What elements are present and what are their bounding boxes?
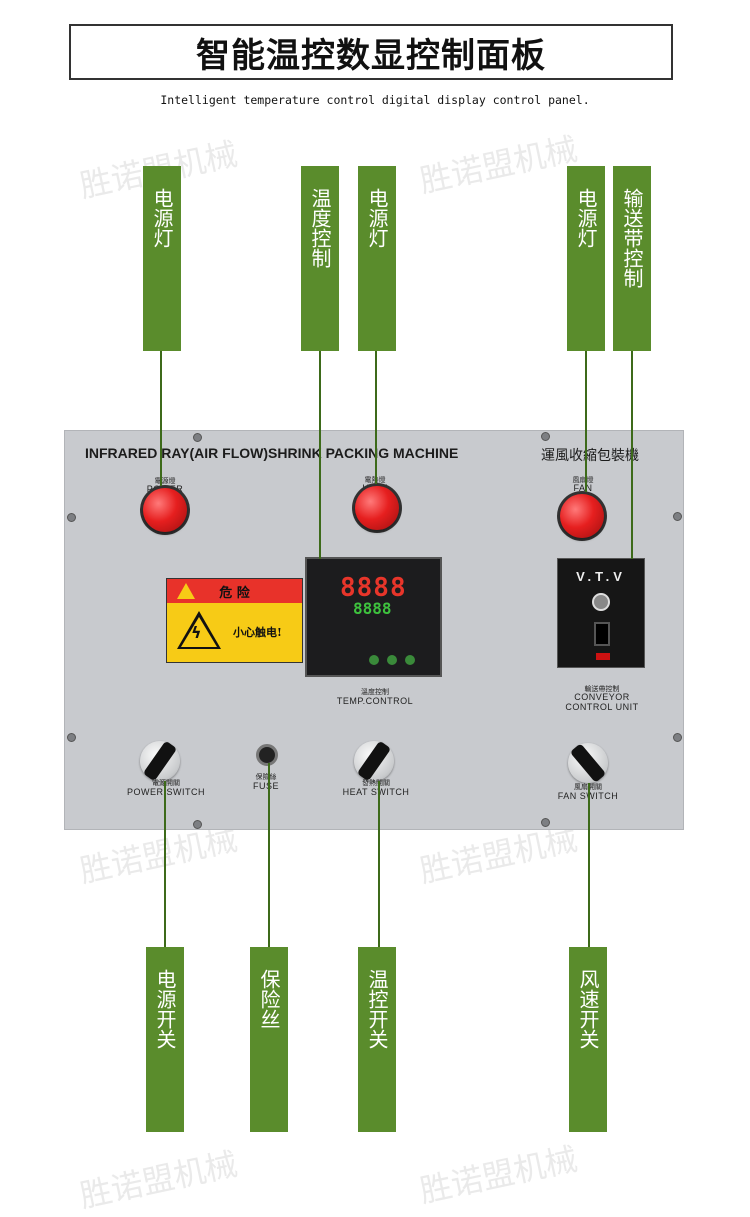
fuse-holder[interactable]	[256, 744, 278, 766]
screw	[673, 733, 682, 742]
callout-label: 输送带控制	[620, 188, 644, 288]
temp-control-label: TEMP.CONTROL	[336, 696, 414, 706]
callout-label: 电源灯	[150, 188, 174, 248]
screw	[193, 820, 202, 829]
callout-label: 风速开关	[576, 969, 600, 1049]
watermark: 胜诺盟机械	[416, 1139, 581, 1211]
callout-label: 电源灯	[574, 188, 598, 248]
conveyor-speed-controller: V.T.V	[557, 558, 645, 668]
screw	[673, 512, 682, 521]
screw	[541, 818, 550, 827]
fan-switch-label: FAN SWITCH	[557, 791, 619, 801]
callout-power-switch: 电源开关	[146, 947, 184, 1132]
callout-heat-lamp: 电源灯	[358, 166, 396, 351]
controller-sv-display: 8888	[353, 599, 392, 618]
fan-lamp-label: FAN	[573, 483, 593, 493]
conveyor-label-1: CONVEYOR	[574, 692, 630, 702]
panel-heading-cn: 運風收縮包裝機	[541, 448, 639, 464]
temperature-controller: 8888 8888	[305, 557, 442, 677]
lightning-bolt-icon: ϟ	[191, 623, 202, 642]
fuse-label: FUSE	[252, 781, 279, 791]
controller-button[interactable]	[405, 655, 415, 665]
power-switch-label: POWER SWITCH	[127, 787, 205, 797]
callout-heat-switch: 温控开关	[358, 947, 396, 1132]
callout-line	[164, 781, 166, 947]
conveyor-indicator-led	[596, 653, 610, 660]
callout-label: 温度控制	[308, 188, 332, 268]
callout-line	[160, 350, 162, 486]
watermark: 胜诺盟机械	[76, 1144, 241, 1216]
heat-lamp	[355, 486, 399, 530]
fuse-cn-label: 保險絲	[255, 774, 277, 781]
heat-switch-knob[interactable]	[354, 740, 394, 782]
callout-fuse: 保险丝	[250, 947, 288, 1132]
power-switch-knob[interactable]	[140, 740, 180, 782]
warning-header: 危 险	[167, 579, 302, 603]
heat-switch-cn-label: 發熱開關	[362, 780, 390, 787]
callout-label: 保险丝	[257, 969, 281, 1029]
electric-shock-icon	[177, 611, 221, 649]
callout-conveyor-control: 输送带控制	[613, 166, 651, 351]
conveyor-power-switch[interactable]	[594, 622, 610, 646]
page-title: 智能温控数显控制面板	[196, 35, 546, 76]
warning-text: 小心触电!	[233, 626, 282, 639]
fan-lamp-cn-label: 風扇燈	[572, 477, 594, 484]
watermark: 胜诺盟机械	[416, 129, 581, 201]
callout-line	[631, 350, 633, 559]
callout-line	[268, 763, 270, 947]
callout-line	[378, 781, 380, 947]
controller-button[interactable]	[387, 655, 397, 665]
fan-switch-knob[interactable]	[568, 743, 608, 783]
power-switch-cn-label: 電源開關	[152, 780, 180, 787]
screw	[67, 513, 76, 522]
panel-heading-en: INFRARED RAY(AIR FLOW)SHRINK PACKING MAC…	[85, 445, 459, 461]
power-lamp-cn-label: 電源燈	[154, 478, 176, 485]
callout-label: 电源灯	[365, 188, 389, 248]
warning-triangle-icon	[177, 583, 195, 599]
conveyor-speed-knob[interactable]	[592, 593, 610, 611]
vtv-title: V.T.V	[576, 569, 626, 584]
callout-fan-lamp: 电源灯	[567, 166, 605, 351]
warning-title: 危 险	[219, 585, 250, 601]
callout-fan-switch: 风速开关	[569, 947, 607, 1132]
callout-power-lamp: 电源灯	[143, 166, 181, 351]
title-box: 智能温控数显控制面板	[69, 24, 673, 80]
fan-lamp	[560, 494, 604, 538]
power-lamp	[143, 488, 187, 532]
screw	[67, 733, 76, 742]
page-subtitle: Intelligent temperature control digital …	[160, 93, 590, 107]
callout-label: 温控开关	[365, 969, 389, 1049]
heat-switch-label: HEAT SWITCH	[342, 787, 410, 797]
controller-button[interactable]	[369, 655, 379, 665]
conveyor-label-2: CONTROL UNIT	[565, 702, 639, 712]
callout-line	[585, 350, 587, 492]
controller-pv-display: 8888	[340, 573, 407, 603]
danger-warning-sign: 危 险 ϟ 小心触电!	[166, 578, 303, 663]
callout-line	[588, 783, 590, 947]
callout-line	[319, 350, 321, 559]
screw	[541, 432, 550, 441]
callout-temperature-control: 温度控制	[301, 166, 339, 351]
temp-control-cn-label: 溫度控制	[361, 689, 389, 696]
callout-line	[375, 350, 377, 484]
screw	[193, 433, 202, 442]
conveyor-cn-label: 輸送帶控制	[584, 686, 620, 693]
callout-label: 电源开关	[153, 969, 177, 1049]
